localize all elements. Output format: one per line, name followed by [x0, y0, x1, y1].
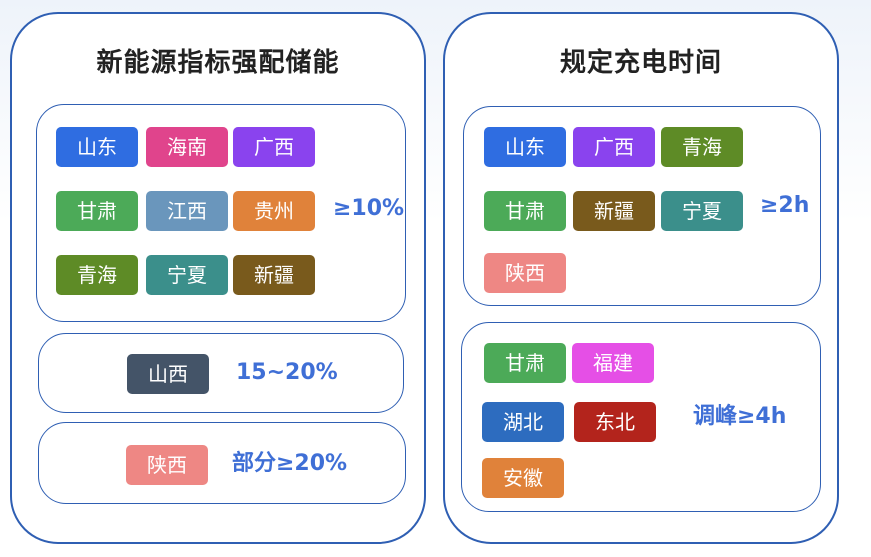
- group-duration-peak-4h: 甘肃 福建 湖北 东北 安徽 调峰≥4h: [461, 322, 821, 512]
- panel-title: 新能源指标强配储能: [96, 48, 340, 78]
- province-chip: 甘肃: [484, 343, 566, 383]
- group-storage-10: 山东 海南 广西 甘肃 江西 贵州 青海 宁夏 新疆 ≥10%: [36, 104, 406, 322]
- province-chip: 新疆: [573, 191, 655, 231]
- province-chip: 广西: [233, 127, 315, 167]
- province-chip: 湖北: [482, 402, 564, 442]
- province-chip: 青海: [56, 255, 138, 295]
- province-chip: 广西: [573, 127, 655, 167]
- province-chip: 东北: [574, 402, 656, 442]
- province-chip: 甘肃: [484, 191, 566, 231]
- province-chip: 海南: [146, 127, 228, 167]
- province-chip: 福建: [572, 343, 654, 383]
- province-chip: 宁夏: [146, 255, 228, 295]
- province-chip: 山东: [484, 127, 566, 167]
- group-value: 15~20%: [236, 360, 338, 385]
- province-chip: 安徽: [482, 458, 564, 498]
- group-value: ≥2h: [760, 193, 810, 218]
- province-chip: 江西: [146, 191, 228, 231]
- group-value: 部分≥20%: [232, 451, 348, 476]
- group-storage-15-20: 山西 15~20%: [38, 333, 404, 413]
- province-chip: 陕西: [484, 253, 566, 293]
- province-chip: 新疆: [233, 255, 315, 295]
- group-value: 调峰≥4h: [693, 404, 787, 429]
- province-chip: 山东: [56, 127, 138, 167]
- province-chip: 宁夏: [661, 191, 743, 231]
- group-duration-2h: 山东 广西 青海 甘肃 新疆 宁夏 陕西 ≥2h: [463, 106, 821, 306]
- province-chip: 贵州: [233, 191, 315, 231]
- panel-title: 规定充电时间: [559, 48, 722, 78]
- province-chip: 甘肃: [56, 191, 138, 231]
- province-chip: 青海: [661, 127, 743, 167]
- group-value: ≥10%: [333, 196, 405, 221]
- province-chip: 山西: [127, 354, 209, 394]
- province-chip: 陕西: [126, 445, 208, 485]
- group-storage-partial-20: 陕西 部分≥20%: [38, 422, 406, 504]
